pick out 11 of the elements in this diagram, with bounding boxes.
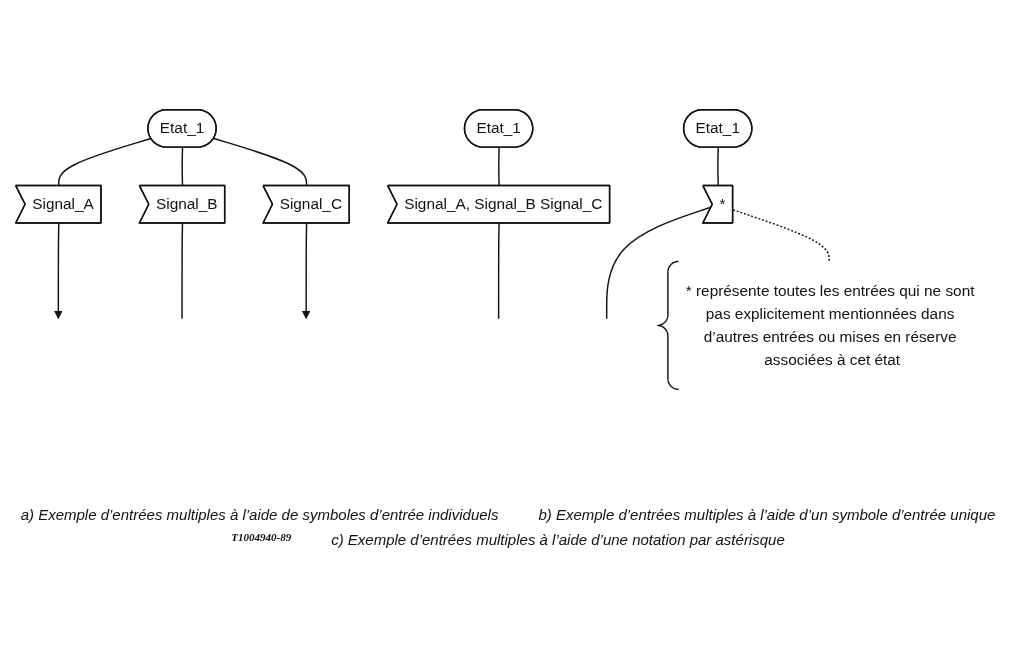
caption: a) Exemple d’entrées multiples à l’aide de symboles d’entrée individuels	[20, 506, 499, 523]
caption: b) Exemple d’entrées multiples à l’aide d’un symbole d’entrée unique	[538, 506, 996, 523]
arrow	[301, 223, 311, 320]
connector	[181, 223, 184, 320]
node-text: * représente toutes les entrées qui ne sont pas explicitement mentionnées dans d’autres entrées ou mises en réserve associées à cet état	[685, 282, 975, 369]
connector	[497, 223, 500, 320]
connector	[605, 206, 713, 320]
connector	[732, 209, 830, 264]
arrow	[54, 223, 63, 320]
figure-code: T1004940-89	[231, 531, 292, 545]
caption: c) Exemple d’entrées multiples à l’aide d’une notation par astérisque	[331, 531, 785, 548]
